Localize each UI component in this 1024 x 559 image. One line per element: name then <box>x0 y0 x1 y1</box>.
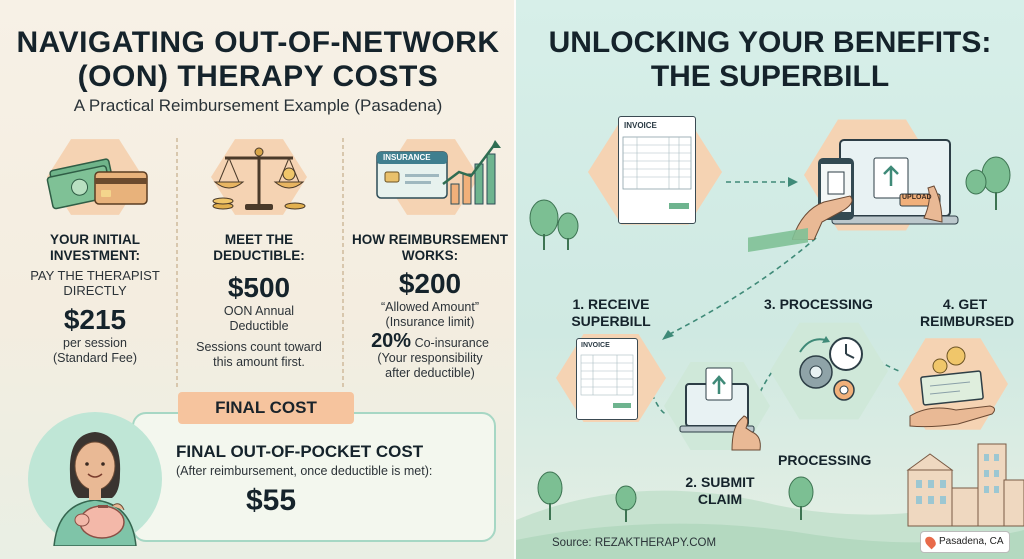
map-pin-icon <box>923 534 938 550</box>
step4-line2: REIMBURSED <box>920 313 1015 329</box>
col1-heading1: YOUR INITIAL <box>50 232 140 247</box>
final-cost-box: FINAL OUT-OF-POCKET COST (After reimburs… <box>132 412 496 542</box>
step2-title: 2. SUBMIT CLAIM <box>680 474 760 508</box>
oon-costs-panel: NAVIGATING OUT-OF-NETWORK (OON) THERAPY … <box>0 0 516 559</box>
final-cost-heading: FINAL OUT-OF-POCKET COST <box>176 442 424 461</box>
col2-heading1: MEET THE <box>224 232 294 247</box>
step4-line1: 4. GET <box>942 296 988 312</box>
col2-heading2: DEDUCTIBLE: <box>213 248 305 263</box>
initial-investment-column: YOUR INITIAL INVESTMENT: PAY THE THERAPI… <box>20 134 170 366</box>
deductible-column: MEET THE DEDUCTIBLE: $500 OON Annual Ded… <box>184 134 334 370</box>
invoice-label: INVOICE <box>624 121 657 130</box>
final-cost-subtext: (After reimbursement, once deductible is… <box>176 464 433 478</box>
coinsurance-pct: 20% <box>371 330 412 352</box>
gears-clock-icon <box>799 336 863 401</box>
submit-claim-laptop-icon <box>679 367 761 451</box>
step3-title: 3. PROCESSING <box>764 296 873 312</box>
source-credit: Source: REZAKTHERAPY.COM <box>552 537 717 549</box>
left-subtitle: A Practical Reimbursement Example (Pasad… <box>73 96 443 115</box>
final-cost-tag: FINAL COST <box>178 392 354 424</box>
col1-heading2: INVESTMENT: <box>49 248 140 263</box>
col1-line1: PAY THE THERAPIST <box>30 268 160 283</box>
col3-note2: (Insurance limit) <box>385 315 475 329</box>
step2-line2: CLAIM <box>697 491 743 507</box>
col3-heading2: WORKS: <box>401 248 459 263</box>
col3-note4: after deductible) <box>385 366 475 380</box>
col3-heading1: HOW REIMBURSEMENT <box>352 232 508 247</box>
superbill-document-icon: INVOICE <box>576 338 638 420</box>
superbill-invoice-label: INVOICE <box>581 342 610 349</box>
reimbursement-column: INSURANCE HOW REIMBURSEMENT WORKS: $200 … <box>350 134 510 381</box>
step1-line2: SUPERBILL <box>571 313 651 329</box>
money-card-icon <box>25 134 165 222</box>
step1-line1: 1. RECEIVE <box>572 296 650 312</box>
col3-note1: “Allowed Amount” <box>381 300 479 314</box>
landscape-background <box>516 156 1024 559</box>
column-divider <box>342 138 344 388</box>
left-title-line2: (OON) THERAPY COSTS <box>77 60 439 93</box>
step2-line1: 2. SUBMIT <box>685 474 755 490</box>
col1-line2: DIRECTLY <box>63 283 127 298</box>
upload-label: UPLOAD <box>902 194 932 201</box>
col2-note4: this amount first. <box>213 355 305 369</box>
col3-note3: (Your responsibility <box>377 351 483 365</box>
reimbursement-check-hand-icon <box>909 346 996 428</box>
superbill-panel: UNLOCKING YOUR BENEFITS: THE SUPERBILL I… <box>516 0 1024 559</box>
location-text: Pasadena, CA <box>939 536 1004 547</box>
location-badge: Pasadena, CA <box>920 531 1010 553</box>
phone-laptop-upload-icon <box>792 139 959 240</box>
session-fee-amount: $215 <box>63 304 127 335</box>
col1-note2: (Standard Fee) <box>52 351 138 365</box>
col2-note3: Sessions count toward <box>196 340 322 354</box>
insurance-chart-icon: INSURANCE <box>355 134 505 222</box>
right-title-line2: THE SUPERBILL <box>650 60 890 93</box>
scale-icon <box>189 134 329 222</box>
col1-note1: per session <box>63 336 127 350</box>
step4-title: 4. GET REIMBURSED <box>920 296 1015 330</box>
final-cost-amount: $55 <box>246 484 297 517</box>
left-title-line1: NAVIGATING OUT-OF-NETWORK <box>16 26 500 59</box>
insurance-card-label: INSURANCE <box>383 153 431 162</box>
right-title-line1: UNLOCKING YOUR BENEFITS: <box>548 26 992 59</box>
coinsurance-label: Co-insurance <box>414 336 489 350</box>
col2-note2: Deductible <box>229 319 289 333</box>
woman-with-piggy-bank-illustration <box>28 412 162 547</box>
step3-subtitle: PROCESSING <box>778 452 872 468</box>
col2-note1: OON Annual <box>223 304 295 318</box>
deductible-amount: $500 <box>227 272 291 303</box>
step1-title: 1. RECEIVE SUPERBILL <box>566 296 656 330</box>
allowed-amount: $200 <box>398 268 462 299</box>
column-divider <box>176 138 178 388</box>
invoice-document-icon: INVOICE <box>618 116 696 224</box>
